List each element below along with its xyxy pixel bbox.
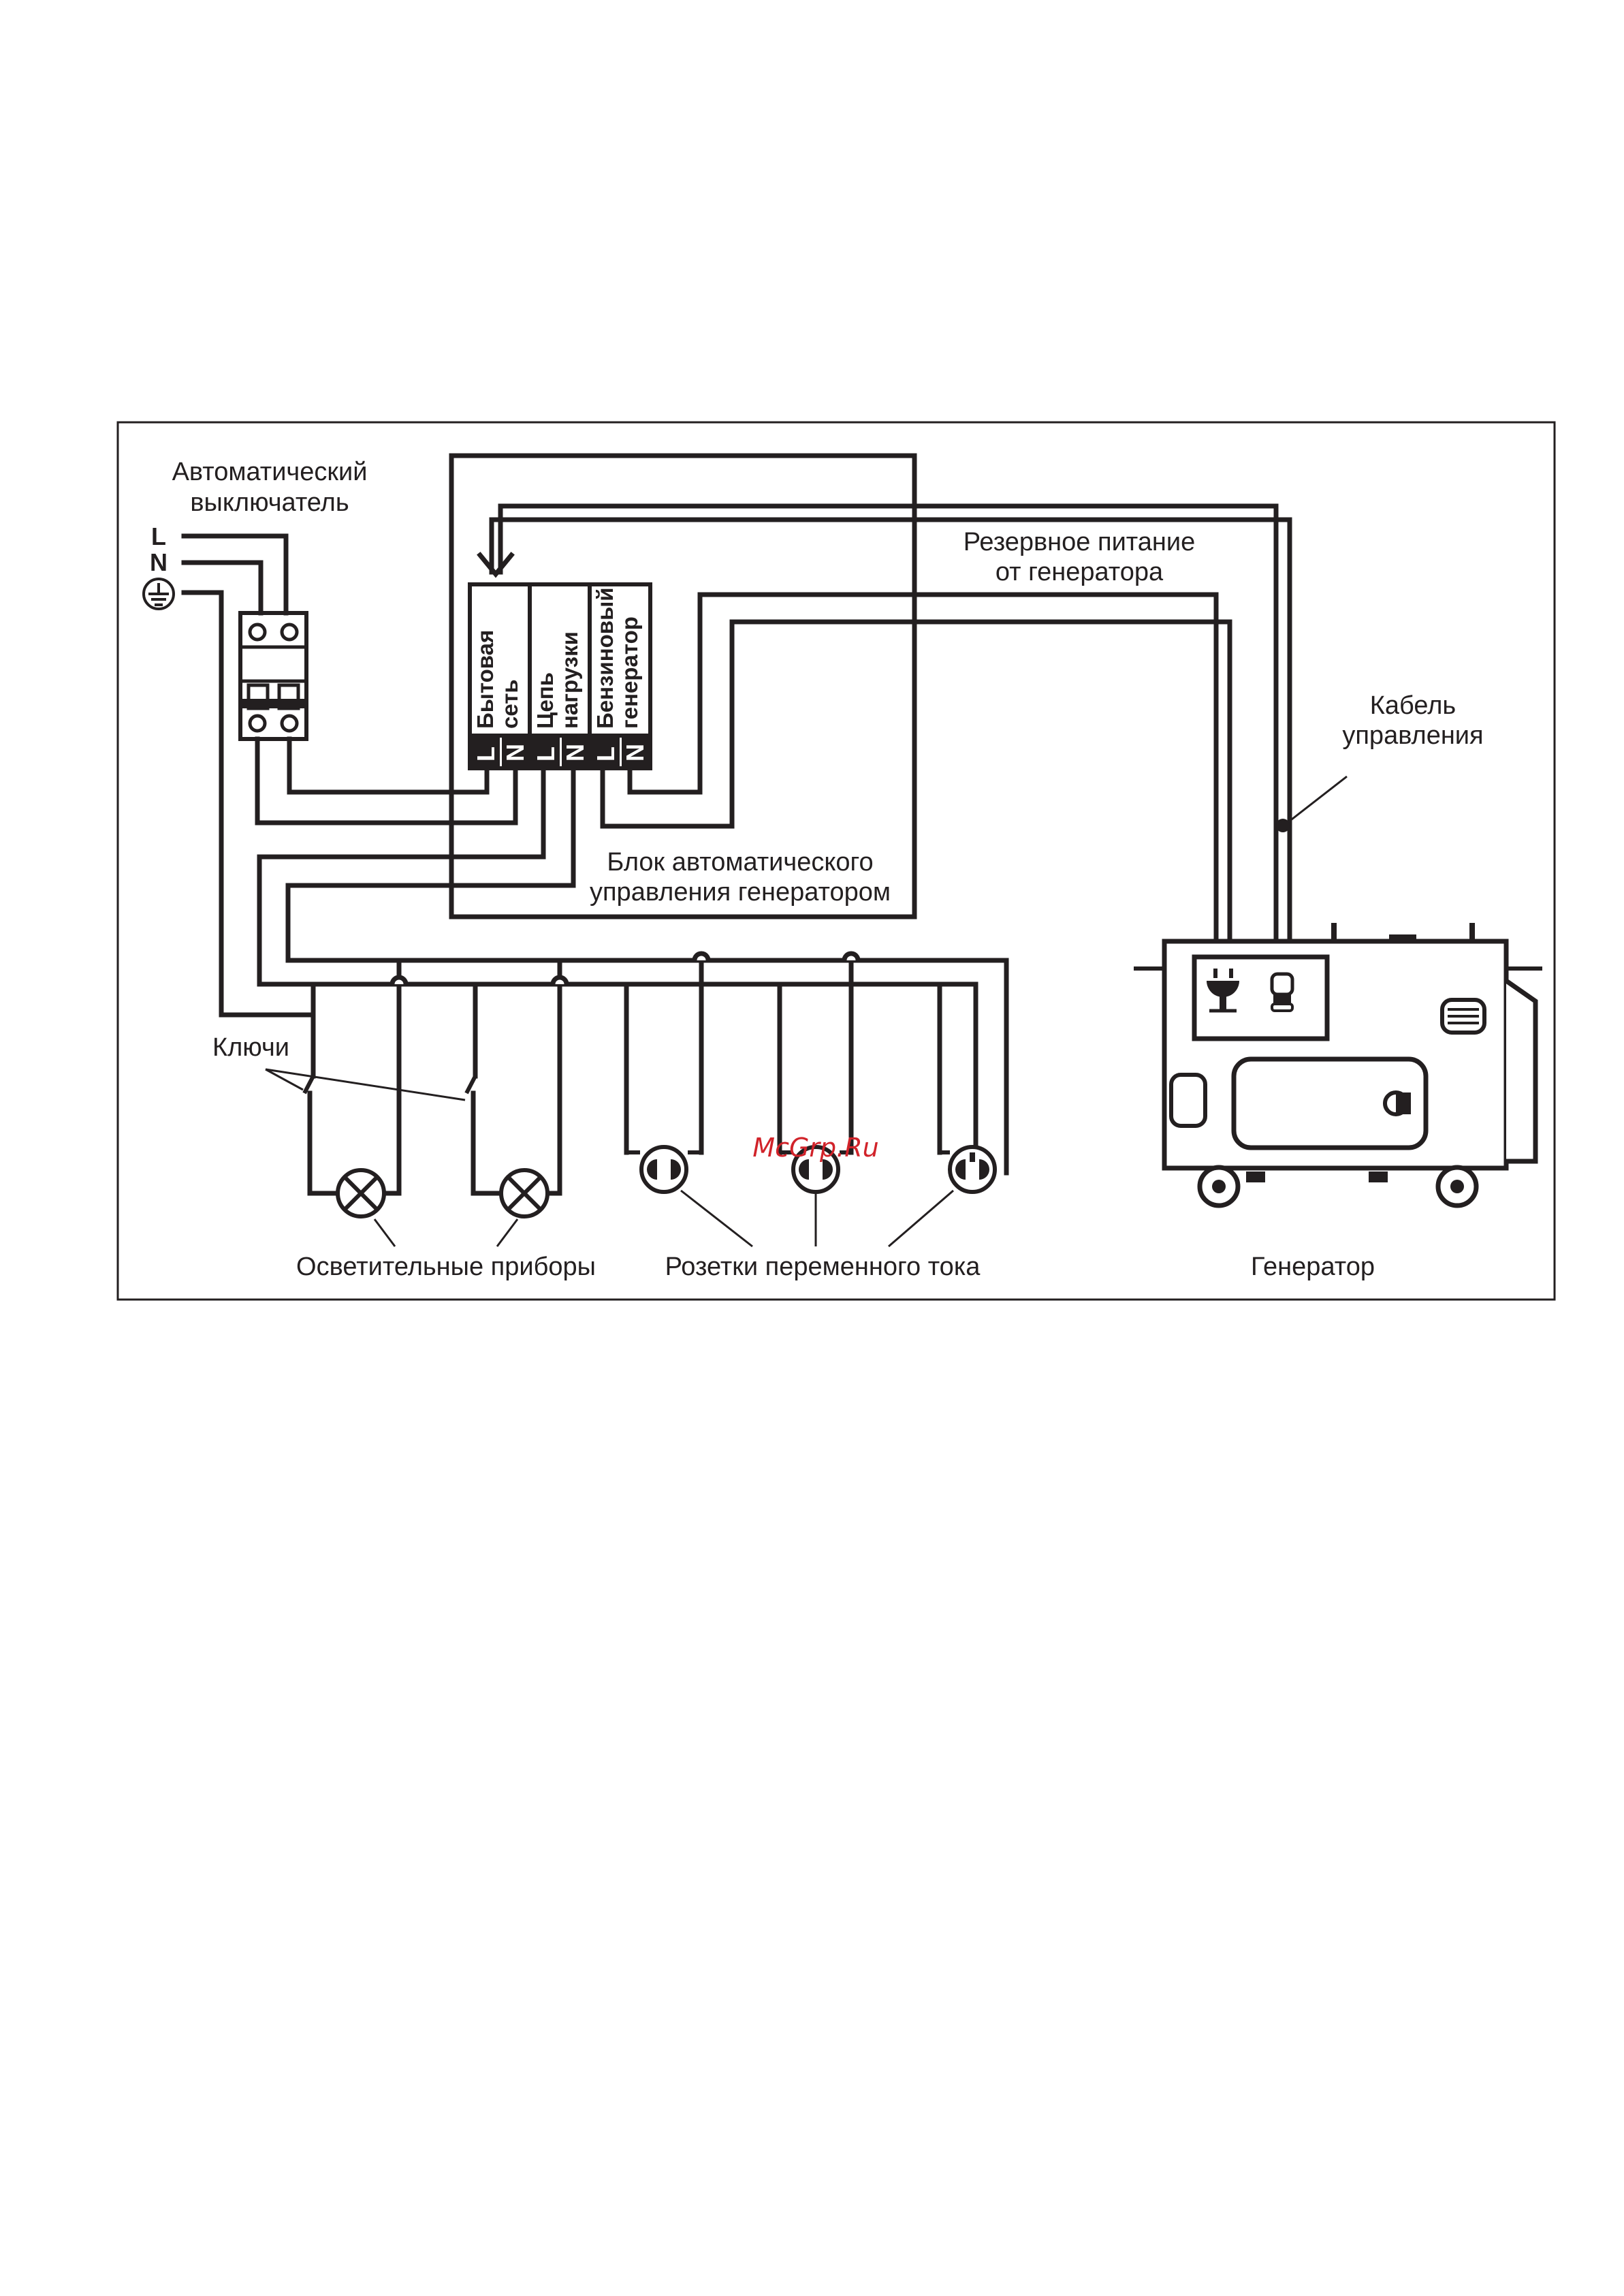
breaker-label-line2: выключатель	[190, 488, 349, 517]
section-generator-line1: Бензиновый	[592, 587, 618, 729]
section-generator-line2: генератор	[617, 616, 642, 729]
terminal-household-l: L	[472, 746, 500, 761]
terminal-gen-l: L	[592, 746, 620, 761]
watermark: McGrp.Ru	[752, 1133, 878, 1163]
control-cable-label-line2: управления	[1342, 721, 1483, 750]
lighting-pointer-lines	[375, 1219, 518, 1246]
breaker-label-line1: Автоматический	[172, 458, 368, 486]
control-cable-pointer	[1276, 776, 1347, 832]
lamp-icon	[501, 1170, 547, 1216]
terminal-load-n: N	[561, 744, 589, 761]
sockets-pointer-lines	[681, 1191, 953, 1246]
switches-pointer-lines	[266, 1069, 465, 1100]
switches-label: Ключи	[212, 1033, 289, 1062]
generator-icon	[1134, 923, 1542, 1206]
terminal-household-n: N	[501, 744, 529, 761]
section-household-line2: сеть	[497, 679, 522, 729]
line-l-label: L	[151, 522, 166, 550]
terminal-gen-n: N	[621, 744, 649, 761]
line-n-label: N	[150, 548, 168, 576]
section-load-line1: Цепь	[532, 672, 558, 729]
generator-label: Генератор	[1251, 1253, 1375, 1281]
terminal-load-l: L	[532, 746, 560, 761]
lighting-label: Осветительные приборы	[296, 1253, 596, 1281]
control-unit-label-line2: управления генератором	[590, 878, 891, 907]
socket-icon	[626, 1147, 701, 1192]
ground-icon	[144, 579, 174, 609]
circuit-breaker-icon	[240, 613, 306, 739]
backup-power-label-line1: Резервное питание	[964, 528, 1196, 556]
control-connector-icon	[1272, 974, 1292, 1011]
control-cable-label-line1: Кабель	[1370, 691, 1456, 720]
sockets-label: Розетки переменного тока	[665, 1253, 981, 1281]
section-household-line1: Бытовая	[473, 630, 498, 729]
lamp-icon	[338, 1170, 384, 1216]
control-unit-label-line1: Блок автоматического	[607, 848, 873, 877]
section-load-line2: нагрузки	[557, 631, 582, 729]
backup-power-label-line2: от генератора	[996, 558, 1164, 586]
socket-icon	[940, 1147, 995, 1192]
